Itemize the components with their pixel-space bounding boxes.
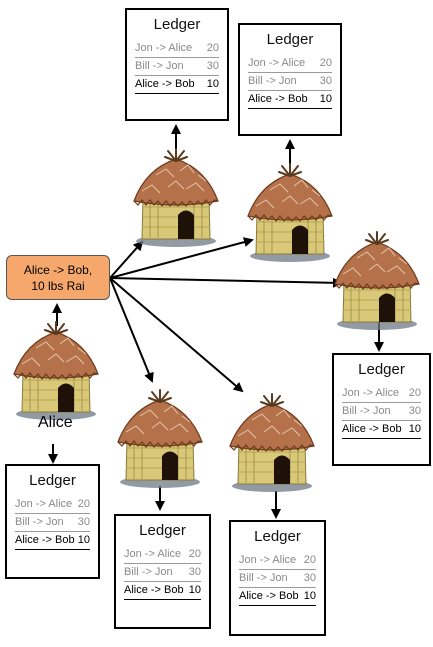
hut-top-1-icon	[133, 148, 219, 248]
ledger-row: Alice -> Bob 10	[342, 421, 421, 439]
ledger-entry: Bill -> Jon	[239, 572, 288, 584]
ledger-amount: 20	[188, 548, 201, 560]
transaction-line-1: Alice -> Bob,	[23, 262, 93, 277]
ledger-row: Jon -> Alice 20	[135, 40, 219, 58]
ledger-row: Alice -> Bob 10	[124, 582, 201, 600]
hut-bottom-1-icon	[117, 389, 203, 489]
ledger-entry: Bill -> Jon	[342, 405, 391, 417]
ledger-entry: Alice -> Bob	[15, 534, 75, 546]
ledger-row: Bill -> Jon 30	[124, 564, 201, 582]
ledger-title: Ledger	[266, 31, 314, 48]
ledger-entry: Alice -> Bob	[248, 93, 308, 105]
ledger-amount: 10	[77, 534, 90, 546]
ledger-entry: Jon -> Alice	[135, 42, 193, 54]
ledger-amount: 10	[206, 78, 219, 90]
ledger-amount: 30	[188, 566, 201, 578]
ledger-title: Ledger	[29, 472, 76, 489]
ledger-row: Bill -> Jon 30	[248, 73, 332, 91]
arrow-transaction-to-bottom-1	[109, 277, 154, 383]
ledger-amount: 30	[408, 405, 421, 417]
ledger-row: Jon -> Alice 20	[342, 385, 421, 403]
transaction-box: Alice -> Bob, 10 lbs Rai	[6, 255, 110, 300]
ledger-entry: Bill -> Jon	[124, 566, 173, 578]
hut-right-icon	[334, 231, 420, 331]
hut-top-2-icon	[247, 163, 333, 263]
ledger-title: Ledger	[153, 16, 201, 33]
ledger-row: Jon -> Alice 20	[124, 546, 201, 564]
ledger-amount: 10	[188, 584, 201, 596]
ledger-row: Bill -> Jon 30	[342, 403, 421, 421]
ledger-title: Ledger	[358, 361, 405, 378]
ledger-amount: 10	[319, 93, 332, 105]
hut-bottom-2-icon	[229, 393, 315, 493]
ledger-entry: Bill -> Jon	[135, 60, 184, 72]
ledger-entry: Jon -> Alice	[124, 548, 182, 560]
ledger-amount: 20	[408, 387, 421, 399]
ledger-entry: Alice -> Bob	[239, 590, 299, 602]
ledger-row: Jon -> Alice 20	[248, 55, 332, 73]
ledger-row: Bill -> Jon 30	[135, 58, 219, 76]
arrows-layer	[48, 124, 384, 519]
ledger-amount: 30	[303, 572, 316, 584]
ledger-row: Bill -> Jon 30	[239, 570, 316, 588]
ledger-amount: 20	[319, 57, 332, 69]
hut-alice-icon	[13, 321, 99, 421]
ledger-entry: Alice -> Bob	[342, 423, 402, 435]
arrow-transaction-to-top-2	[109, 237, 254, 279]
transaction-line-2: 10 lbs Rai	[31, 278, 85, 293]
ledger-amount: 30	[206, 60, 219, 72]
alice-label: Alice	[38, 414, 73, 431]
ledger-title: Ledger	[139, 522, 186, 539]
arrow-transaction-to-top-1	[109, 240, 144, 279]
ledger-amount: 10	[303, 590, 316, 602]
ledger-entry: Alice -> Bob	[135, 78, 195, 90]
ledger-amount: 10	[408, 423, 421, 435]
ledger-entry: Jon -> Alice	[342, 387, 400, 399]
ledger-amount: 20	[206, 42, 219, 54]
ledger-row: Alice -> Bob 10	[135, 76, 219, 94]
ledger-entry: Jon -> Alice	[15, 498, 73, 510]
ledger-entry: Bill -> Jon	[248, 75, 297, 87]
ledger-amount: 30	[319, 75, 332, 87]
ledger-amount: 20	[77, 498, 90, 510]
ledger-row: Jon -> Alice 20	[15, 496, 90, 514]
ledger-entry: Bill -> Jon	[15, 516, 64, 528]
arrow-transaction-to-bottom-2	[109, 277, 244, 393]
ledger-row: Alice -> Bob 10	[239, 588, 316, 606]
ledger-entry: Jon -> Alice	[248, 57, 306, 69]
arrow-transaction-to-right	[109, 277, 343, 288]
ledger-title: Ledger	[254, 528, 301, 545]
ledger-amount: 30	[77, 516, 90, 528]
ledger-row: Bill -> Jon 30	[15, 514, 90, 532]
ledger-row: Alice -> Bob 10	[248, 91, 332, 109]
ledger-row: Jon -> Alice 20	[239, 552, 316, 570]
ledger-amount: 20	[303, 554, 316, 566]
ledger-entry: Alice -> Bob	[124, 584, 184, 596]
ledger-entry: Jon -> Alice	[239, 554, 297, 566]
